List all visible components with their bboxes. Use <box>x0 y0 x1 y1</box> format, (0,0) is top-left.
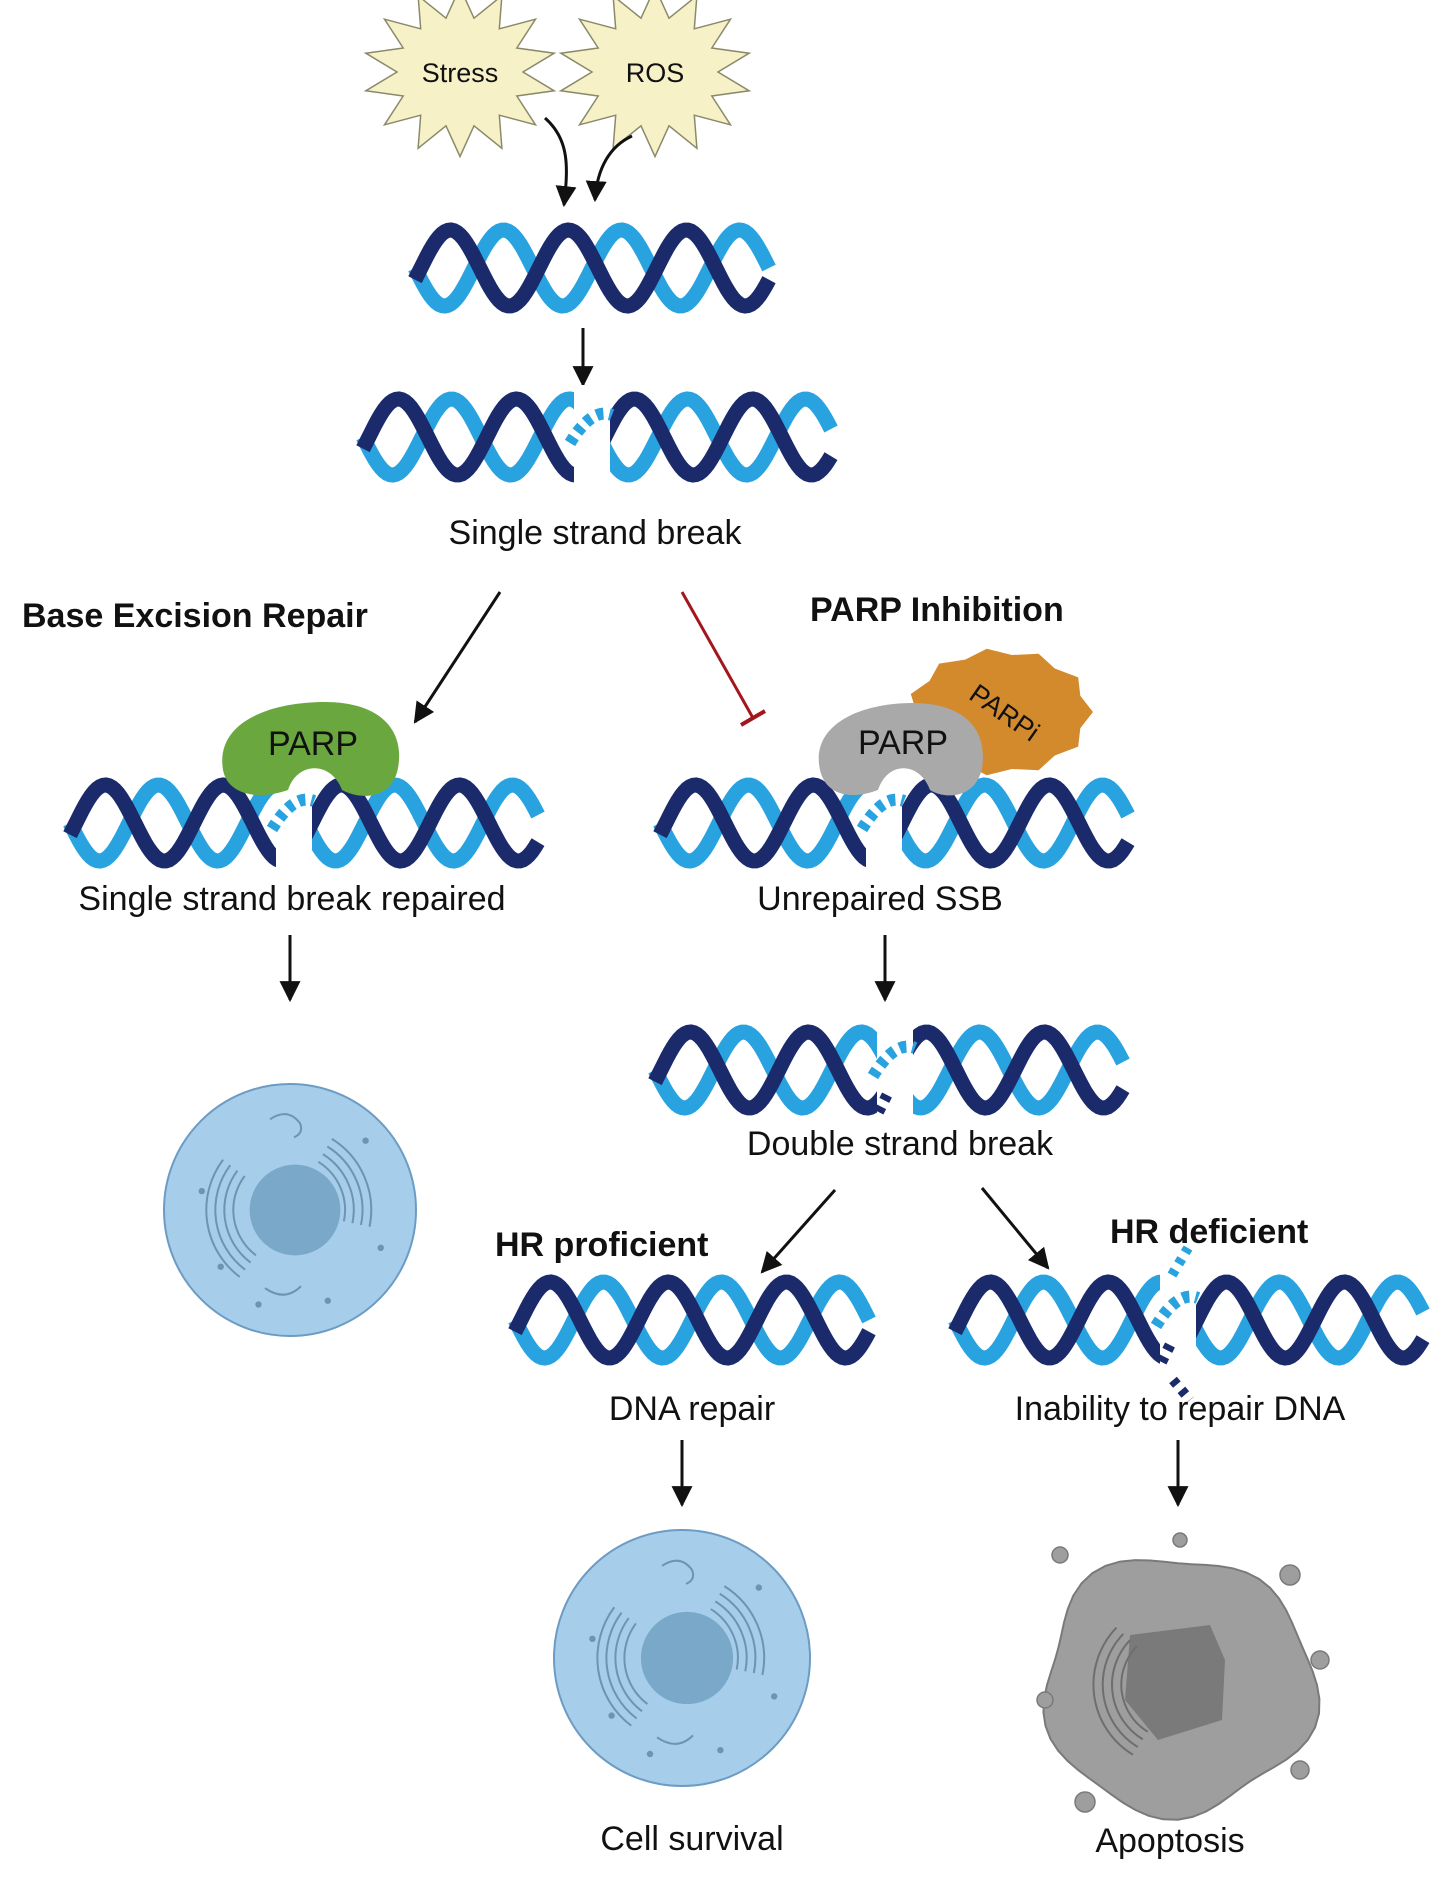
broken-strand-fragments <box>1150 1290 1201 1330</box>
apoptotic-bleb <box>1036 1691 1054 1709</box>
broken-strand-fragments <box>564 407 615 447</box>
break-gap <box>877 1018 913 1122</box>
cell-vesicle <box>608 1712 615 1719</box>
apoptotic-cell <box>1036 1532 1330 1821</box>
stress-starburst: Stress <box>363 0 557 159</box>
parp-gray-label: PARP <box>858 724 948 762</box>
ros-starburst: ROS <box>558 0 752 159</box>
apoptotic-bleb <box>1074 1791 1096 1813</box>
inhibition-bar <box>739 709 767 727</box>
dna-double-strand-break <box>648 1018 1130 1122</box>
apoptotic-bleb <box>1279 1564 1301 1586</box>
dna-repair-label: DNA repair <box>609 1390 775 1428</box>
inhibition-line <box>680 591 755 719</box>
single-strand-break-label: Single strand break <box>449 514 743 552</box>
apoptosis-label: Apoptosis <box>1095 1822 1244 1860</box>
break-gap <box>574 385 610 489</box>
cell-vesicle <box>770 1693 778 1700</box>
unrepaired-ssb-label: Unrepaired SSB <box>757 880 1003 918</box>
parp-green-shape <box>222 702 400 796</box>
parp-green: PARP <box>222 702 400 796</box>
parp-gray: PARP <box>818 703 983 796</box>
double-strand-break-label: Double strand break <box>747 1125 1054 1163</box>
strand-dark <box>508 1274 876 1366</box>
healthy-cell-left <box>163 1083 417 1337</box>
scattered-light-fragments <box>1167 1245 1193 1278</box>
apoptotic-bleb <box>1310 1650 1330 1670</box>
apoptotic-bleb <box>1290 1760 1310 1780</box>
ros-label: ROS <box>626 58 685 88</box>
cell-vesicle <box>255 1301 262 1308</box>
stress-arrow <box>544 116 577 208</box>
stress-burst-shape <box>363 0 557 159</box>
parp-inhibition-heading: PARP Inhibition <box>810 591 1064 629</box>
cell-vesicle <box>646 1750 654 1758</box>
broken-dark-strand-fragments <box>1155 1342 1175 1368</box>
stress-label: Stress <box>422 58 499 88</box>
ros-burst-shape <box>558 0 752 159</box>
cell-survival-label: Cell survival <box>600 1820 783 1858</box>
healthy-cell-survival <box>553 1529 811 1787</box>
arrow-to-ber <box>413 591 502 724</box>
arrow-to-hr-proficient <box>760 1189 837 1274</box>
cell-nucleus <box>640 1611 734 1705</box>
inhibition-arrow <box>680 591 767 727</box>
dna-ssb-repaired <box>63 771 545 875</box>
break-gap <box>1160 1268 1196 1372</box>
cell-er-lines <box>205 1113 373 1296</box>
cell-er-lines <box>596 1559 766 1745</box>
hr-deficient-heading: HR deficient <box>1110 1213 1308 1251</box>
base-excision-repair-heading: Base Excision Repair <box>22 597 368 635</box>
cell-vesicle <box>217 1263 224 1270</box>
ros-arrow <box>585 134 633 203</box>
dna-intact <box>408 222 776 314</box>
inability-to-repair-label: Inability to repair DNA <box>1015 1390 1346 1428</box>
broken-strand-fragments <box>856 793 907 833</box>
apoptotic-nucleus <box>1125 1625 1225 1740</box>
cell-vesicle <box>324 1297 331 1304</box>
cell-vesicle <box>717 1746 724 1754</box>
apoptotic-er-lines <box>1092 1626 1149 1756</box>
apoptotic-bleb <box>1172 1532 1188 1548</box>
strand-dark <box>408 222 776 314</box>
hr-proficient-heading: HR proficient <box>495 1226 708 1264</box>
broken-strand-fragments <box>867 1040 918 1080</box>
cell-vesicle <box>362 1137 369 1144</box>
dna-unrepairable <box>948 1245 1430 1404</box>
cell-nucleus <box>249 1164 341 1256</box>
apoptotic-bleb <box>1051 1546 1069 1564</box>
broken-strand-fragments <box>266 793 317 833</box>
dna-unrepaired-ssb <box>653 771 1135 875</box>
ssb-repaired-label: Single strand break repaired <box>78 880 505 918</box>
broken-dark-strand-fragments <box>872 1092 892 1118</box>
cell-vesicle <box>755 1584 762 1591</box>
parp-gray-shape <box>818 703 983 796</box>
parp-green-label: PARP <box>268 725 358 763</box>
dna-single-strand-break <box>356 385 838 489</box>
arrow-to-hr-deficient <box>980 1187 1050 1270</box>
scattered-dark-fragments <box>1169 1376 1194 1404</box>
dna-hr-repaired <box>508 1274 876 1366</box>
cell-vesicle <box>198 1187 205 1195</box>
cell-vesicle <box>377 1244 384 1252</box>
cell-vesicle <box>589 1635 596 1643</box>
